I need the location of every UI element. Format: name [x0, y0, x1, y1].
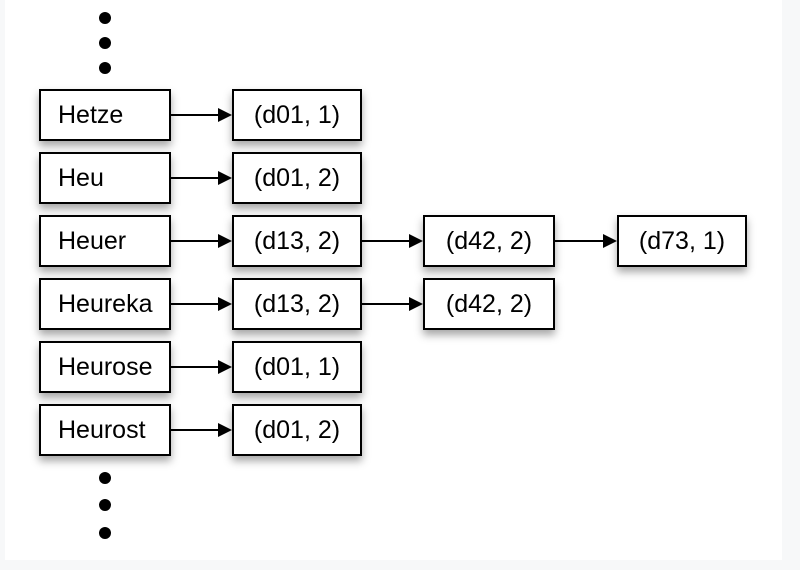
ellipsis-bottom-dot: [99, 499, 111, 511]
posting-box: (d42, 2): [423, 278, 555, 330]
arrow-right-icon: [171, 423, 232, 437]
arrow-right-icon: [171, 234, 232, 248]
term-box: Hetze: [39, 89, 171, 141]
term-box: Heureka: [39, 278, 171, 330]
posting-box: (d01, 1): [232, 341, 362, 393]
arrow-right-icon: [171, 297, 232, 311]
term-box: Heuer: [39, 215, 171, 267]
arrow-right-icon: [171, 171, 232, 185]
posting-box: (d13, 2): [232, 215, 362, 267]
term-box: Heurost: [39, 404, 171, 456]
arrow-right-icon: [171, 108, 232, 122]
posting-box: (d01, 2): [232, 152, 362, 204]
posting-box: (d01, 2): [232, 404, 362, 456]
ellipsis-top-dot: [99, 37, 111, 49]
term-box: Heu: [39, 152, 171, 204]
arrow-right-icon: [362, 234, 423, 248]
posting-box: (d42, 2): [423, 215, 555, 267]
ellipsis-top-dot: [99, 62, 111, 74]
arrow-right-icon: [171, 360, 232, 374]
ellipsis-bottom-dot: [99, 472, 111, 484]
posting-box: (d01, 1): [232, 89, 362, 141]
ellipsis-top-dot: [99, 12, 111, 24]
arrow-right-icon: [555, 234, 617, 248]
term-box: Heurose: [39, 341, 171, 393]
posting-box: (d73, 1): [617, 215, 747, 267]
arrow-right-icon: [362, 297, 423, 311]
posting-box: (d13, 2): [232, 278, 362, 330]
ellipsis-bottom-dot: [99, 527, 111, 539]
